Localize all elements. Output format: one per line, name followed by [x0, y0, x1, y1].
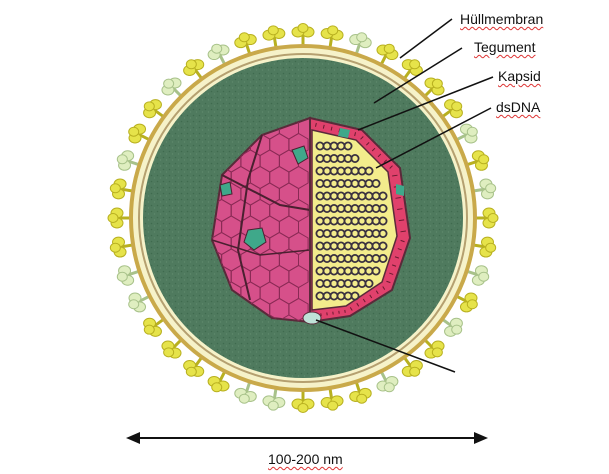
glycoprotein-spike [460, 293, 477, 312]
glycoprotein-spike [350, 33, 372, 48]
portal-vertex [303, 312, 321, 324]
label-capsid: Kapsid [498, 69, 541, 83]
glycoprotein-spike [117, 151, 133, 171]
glycoprotein-spike [321, 396, 343, 410]
label-dsdna: dsDNA [496, 100, 540, 114]
glycoprotein-spike [235, 33, 257, 48]
glycoprotein-spike [235, 388, 257, 403]
glycoprotein-spike [292, 24, 314, 38]
glycoprotein-spike [472, 266, 488, 286]
glycoprotein-spike [208, 44, 229, 59]
label-envelope: Hüllmembran [460, 12, 543, 26]
glycoprotein-spike [184, 361, 204, 377]
glycoprotein-spike [350, 388, 372, 403]
glycoprotein-spike [292, 399, 314, 413]
glycoprotein-spike [129, 293, 146, 312]
scale-bar [126, 432, 488, 444]
glycoprotein-spike [208, 376, 229, 391]
glycoprotein-spike [460, 124, 477, 143]
glycoprotein-spike [129, 124, 146, 143]
label-tegument: Tegument [474, 40, 535, 54]
glycoprotein-spike [472, 151, 488, 171]
glycoprotein-spike [402, 60, 422, 76]
glycoprotein-spike [377, 44, 398, 59]
scale-label: 100-200 nm [268, 452, 343, 466]
glycoprotein-spike [263, 26, 285, 40]
glycoprotein-spike [117, 266, 133, 286]
glycoprotein-spike [184, 60, 204, 76]
glycoprotein-spike [263, 396, 285, 410]
glycoprotein-spike [402, 361, 422, 377]
glycoprotein-spike [377, 376, 398, 391]
glycoprotein-spike [321, 26, 343, 40]
